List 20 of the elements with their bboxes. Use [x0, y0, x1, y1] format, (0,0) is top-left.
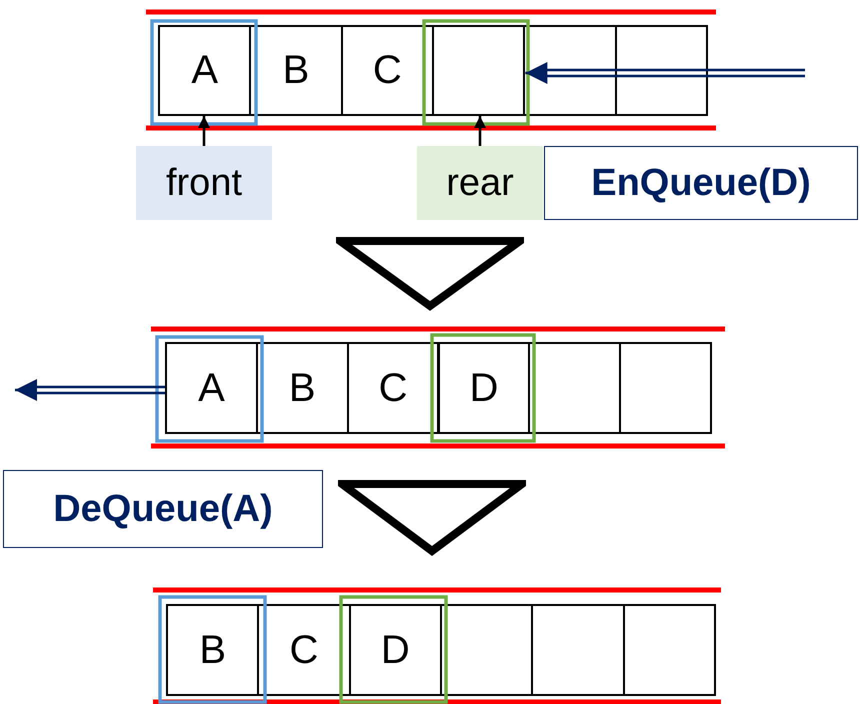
- queue-cell: C: [257, 604, 351, 696]
- queue-cell: B: [166, 604, 260, 696]
- operation-label: DeQueue(A): [53, 488, 273, 530]
- queue-cell: D: [348, 604, 442, 696]
- double-arrow: [524, 62, 806, 84]
- queue-cell: D: [438, 342, 530, 434]
- pointer-label: front: [136, 146, 272, 220]
- double-arrow: [14, 379, 166, 401]
- queue-cell: B: [249, 25, 343, 116]
- operation-label: EnQueue(D): [591, 162, 811, 204]
- queue-cell: C: [340, 25, 434, 116]
- queue-cell: C: [346, 342, 440, 434]
- queue-cell: B: [256, 342, 349, 434]
- pointer-arrow: [198, 116, 210, 146]
- operation-box: [544, 146, 858, 220]
- queue-cell: A: [158, 25, 252, 116]
- operation-box: [3, 470, 323, 548]
- pointer-arrow: [474, 116, 486, 146]
- pointer-label: rear: [417, 146, 543, 220]
- queue-cell: A: [165, 342, 258, 434]
